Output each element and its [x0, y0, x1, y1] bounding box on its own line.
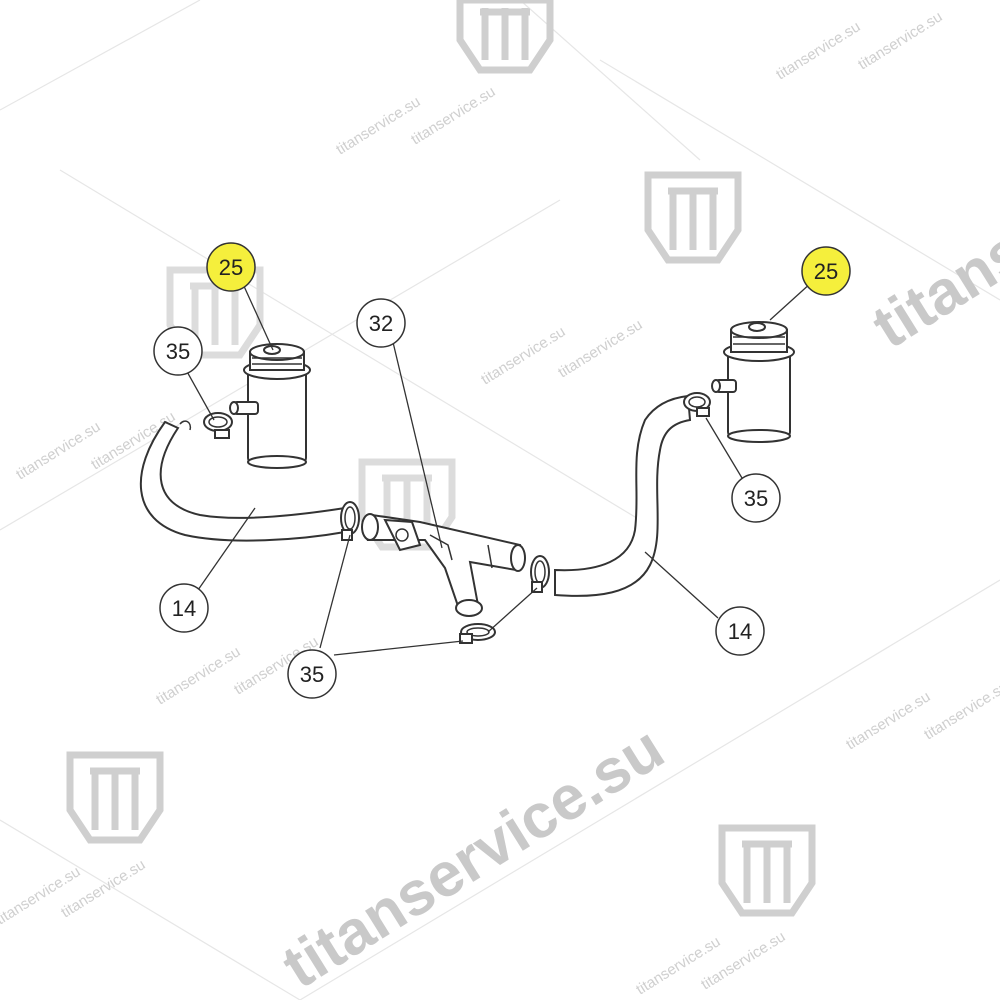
clamp-mid-right	[530, 555, 550, 593]
callout-label: 35	[744, 486, 768, 511]
callout-label: 35	[300, 662, 324, 687]
filter-left	[229, 343, 311, 469]
clamp-left	[203, 412, 233, 439]
callout-label: 14	[728, 619, 752, 644]
callout-label: 35	[166, 339, 190, 364]
callout-label: 25	[219, 255, 243, 280]
watermark-text: titanservice.su	[153, 643, 243, 708]
watermark-text: titanservice.su	[271, 713, 676, 1000]
watermark-text: titanservice.su	[921, 678, 1000, 743]
tee-connector	[361, 513, 526, 617]
callout-label: 25	[814, 259, 838, 284]
clamp-mid-left	[340, 501, 360, 541]
clamp-right	[683, 392, 711, 417]
callout-25-right[interactable]: 25	[801, 246, 851, 296]
callout-35-left[interactable]: 35	[153, 326, 203, 376]
hose-right	[554, 394, 692, 597]
callout-25-left[interactable]: 25	[206, 242, 256, 292]
callout-14-left[interactable]: 14	[159, 583, 209, 633]
callout-35-bottom[interactable]: 35	[287, 649, 337, 699]
watermark-text: titanservice.su	[855, 8, 945, 73]
callout-label: 14	[172, 596, 196, 621]
titan-logo-icon	[66, 751, 164, 844]
watermark-text: titanservice.su	[408, 83, 498, 148]
watermark-text: titanservice.su	[843, 688, 933, 753]
watermark-text: titanservice.su	[555, 316, 645, 381]
watermark-text: titanservice.su	[861, 73, 1000, 362]
titan-logo-icon	[644, 171, 742, 264]
titan-logo-icon	[166, 266, 264, 359]
watermark-text: titanservice.su	[333, 93, 423, 158]
watermark-text: titanservice.su	[13, 418, 103, 483]
hose-left	[139, 420, 346, 542]
callout-32[interactable]: 32	[356, 298, 406, 348]
watermark-text: titanservice.su	[773, 18, 863, 83]
titan-logo-icon	[456, 0, 554, 74]
filter-right	[711, 321, 795, 443]
clamp-bottom	[459, 623, 496, 644]
callout-label: 32	[369, 311, 393, 336]
callout-14-right[interactable]: 14	[715, 606, 765, 656]
callout-35-right[interactable]: 35	[731, 473, 781, 523]
leader-lines	[184, 281, 813, 656]
titan-logo-icon	[718, 824, 816, 917]
watermark-text: titanservice.su	[478, 323, 568, 388]
